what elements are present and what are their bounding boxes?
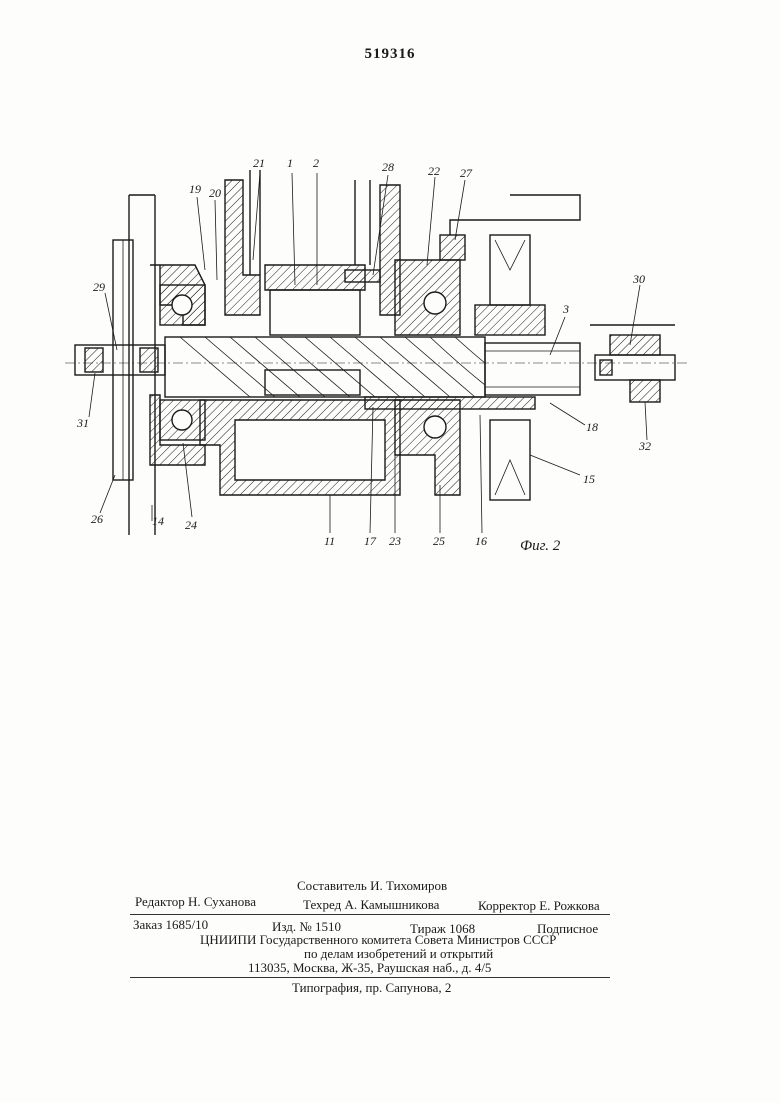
figure-caption: Фиг. 2 [520, 538, 561, 554]
label-32: 32 [638, 439, 651, 453]
leader-lines [89, 173, 647, 533]
bearing-25 [424, 416, 446, 438]
label-3: 3 [562, 302, 569, 316]
column-21 [225, 180, 260, 315]
editor: Редактор Н. Суханова [135, 894, 256, 910]
label-23: 23 [389, 534, 401, 548]
label-30: 30 [632, 272, 645, 286]
label-16: 16 [475, 534, 487, 548]
label-24: 24 [185, 518, 197, 532]
sleeve-18 [365, 397, 535, 409]
collar [475, 305, 545, 335]
left-bearing-top [160, 285, 205, 325]
printer: Типография, пр. Сапунова, 2 [292, 980, 451, 996]
label-21: 21 [253, 156, 265, 170]
divider-bottom [130, 977, 610, 978]
label-27: 27 [460, 166, 473, 180]
label-22: 22 [428, 164, 440, 178]
compiler: Составитель И. Тихомиров [297, 878, 447, 894]
divider-top [130, 914, 610, 915]
label-31: 31 [76, 416, 89, 430]
tool-30 [590, 325, 675, 402]
address: 113035, Москва, Ж-35, Раушская наб., д. … [248, 960, 491, 976]
label-19: 19 [189, 182, 201, 196]
patent-number: 519316 [0, 46, 780, 63]
disc-26 [113, 240, 133, 480]
label-18: 18 [586, 420, 598, 434]
label-28: 28 [382, 160, 394, 174]
pin-28 [345, 270, 380, 282]
label-11: 11 [324, 534, 335, 548]
label-20: 20 [209, 186, 221, 200]
housing-11 [200, 400, 400, 495]
helical-shaft [165, 337, 485, 397]
techeditor: Техред А. Камышникова [303, 897, 439, 913]
label-1: 1 [287, 156, 293, 170]
technical-drawing: 1 2 21 28 22 27 19 20 29 31 26 14 24 11 … [55, 145, 705, 565]
label-17: 17 [364, 534, 377, 548]
pulley-15 [490, 235, 530, 500]
shaft-end-29 [75, 345, 165, 375]
corrector: Корректор Е. Рожкова [478, 898, 600, 914]
bolt-27 [440, 235, 465, 260]
right-housing-bottom [395, 400, 460, 495]
label-29: 29 [93, 280, 105, 294]
label-2: 2 [313, 156, 319, 170]
label-15: 15 [583, 472, 595, 486]
left-bearing-bottom [160, 400, 205, 440]
label-25: 25 [433, 534, 445, 548]
bearing-22 [424, 292, 446, 314]
output-shaft-3 [485, 343, 580, 395]
label-26: 26 [91, 512, 103, 526]
order: Заказ 1685/10 [133, 917, 208, 933]
label-14: 14 [152, 514, 164, 528]
